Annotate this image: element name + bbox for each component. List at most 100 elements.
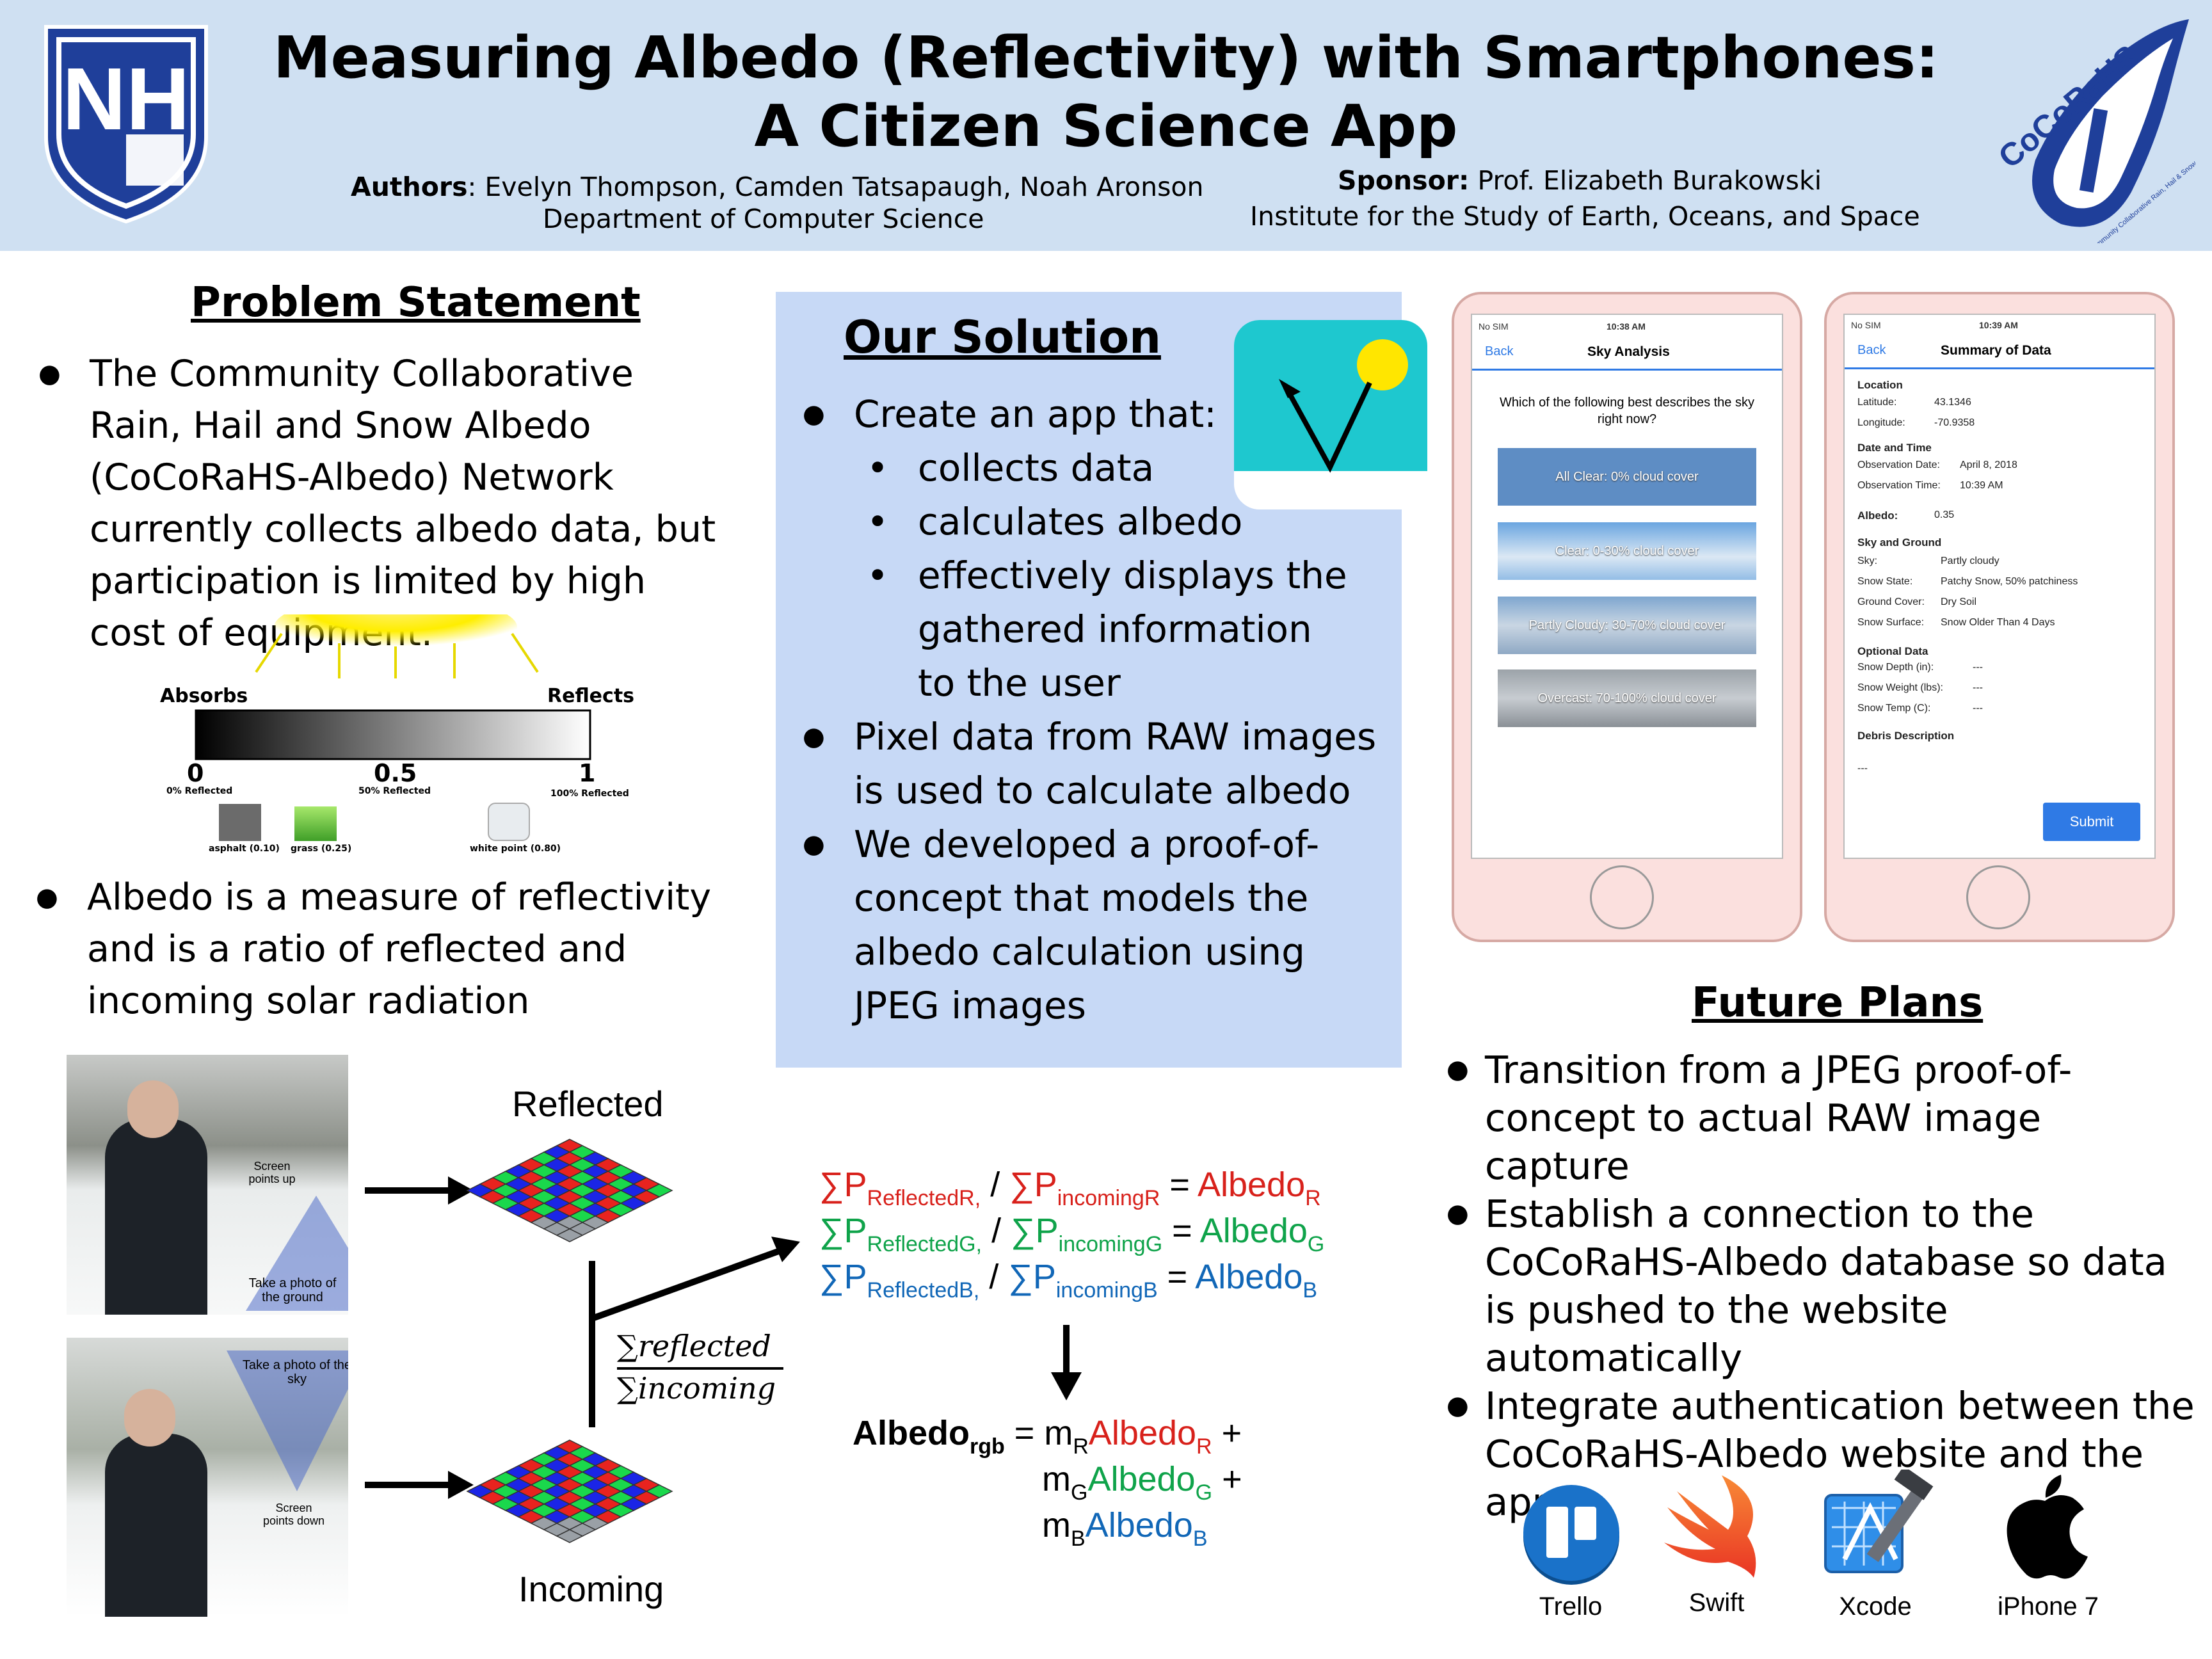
summary-lon-value: -70.9358 — [1934, 417, 1975, 428]
albedo-rgb-plus1: + — [1221, 1414, 1242, 1452]
formula-green-slash: / — [991, 1212, 1002, 1250]
grass-swatch — [294, 806, 337, 841]
iphone-label: iPhone 7 — [1998, 1592, 2099, 1621]
solution-bullets: Create an app that: collects data calcul… — [803, 387, 1391, 1032]
reflected-pixel-grid — [466, 1139, 673, 1242]
summary-date-value: April 8, 2018 — [1960, 460, 2017, 470]
future-bullet-3: Integrate authentication between the CoC… — [1447, 1382, 2195, 1526]
summary-snow-surface-value: Snow Older Than 4 Days — [1941, 617, 2055, 628]
sky-option-clear[interactable]: Clear: 0-30% cloud cover — [1498, 522, 1756, 580]
scale-sub-1: 100% Reflected — [550, 789, 629, 799]
future-plans-title: Future Plans — [1692, 979, 1984, 1027]
phone1-back-button[interactable]: Back — [1485, 344, 1514, 358]
grass-label: grass (0.25) — [291, 844, 352, 854]
summary-sky-value: Partly cloudy — [1941, 556, 2000, 566]
problem-bullets-1: The Community Collaborative Rain, Hail a… — [38, 348, 730, 659]
formula-blue-equals: = — [1167, 1258, 1188, 1296]
formula-red-sum2: ∑ — [1009, 1166, 1034, 1204]
ground-cone — [246, 1196, 348, 1311]
asphalt-label: asphalt (0.10) — [209, 844, 280, 854]
albedo-rgb-plus2: + — [1222, 1460, 1242, 1498]
xcode-label: Xcode — [1839, 1592, 1912, 1621]
formula-green-sub2: incomingG — [1058, 1232, 1163, 1256]
albedo-rgb-mr: R — [1073, 1434, 1089, 1459]
trello-label: Trello — [1539, 1592, 1603, 1621]
person2-shape — [105, 1434, 207, 1617]
phone2-home-button[interactable] — [1966, 865, 2030, 929]
albedo-rgb-term-g-sub: G — [1195, 1480, 1213, 1505]
phone1-nav-title: Sky Analysis — [1587, 344, 1670, 359]
sponsor-label: Sponsor: — [1338, 165, 1470, 196]
summary-albedo-label: Albedo: — [1857, 509, 1898, 522]
reflected-label: Reflected — [512, 1084, 664, 1124]
pixel-cell — [556, 1228, 584, 1242]
cocorahs-logo: CoCoRaHS Community Collaborative Rain, H… — [1959, 13, 2212, 254]
summary-albedo-value: 0.35 — [1934, 509, 1955, 520]
summary-lat-label: Latitude: — [1857, 397, 1897, 408]
white-point-label: white point (0.80) — [470, 844, 561, 854]
phone2-screen: No SIM 10:39 AM Back Summary of Data Loc… — [1843, 314, 2156, 859]
albedo-rgb-line3: mBAlbedoB — [1042, 1505, 1208, 1551]
white-point-swatch — [488, 803, 530, 841]
person-head — [127, 1080, 179, 1138]
fraction-denominator: ∑incoming — [617, 1370, 783, 1406]
albedo-rgb-term-b-sub: B — [1192, 1527, 1208, 1551]
summary-ground-cover-label: Ground Cover: — [1857, 597, 1925, 607]
summary-sky-ground-heading: Sky and Ground — [1857, 536, 1942, 549]
solution-bullet-3: We developed a proof-of-concept that mod… — [803, 817, 1391, 1032]
formula-green-sub1: ReflectedG, — [867, 1232, 982, 1256]
formula-blue-sub2: incomingB — [1055, 1278, 1158, 1302]
photo1-ground-text: Take a photo of the ground — [248, 1276, 337, 1304]
albedo-rgb-mg: G — [1070, 1480, 1088, 1505]
formula-green-p2: P — [1035, 1212, 1059, 1250]
sky-option-partly-cloudy[interactable]: Partly Cloudy: 30-70% cloud cover — [1498, 597, 1756, 654]
formula-blue-sub1: ReflectedB, — [867, 1278, 980, 1302]
down-arrow — [1047, 1325, 1086, 1402]
summary-ground-cover-value: Dry Soil — [1941, 597, 1977, 607]
albedo-rgb-label: Albedo — [853, 1414, 970, 1452]
phone1-question: Which of the following best describes th… — [1500, 396, 1754, 426]
albedo-gradient-bar — [195, 709, 591, 760]
albedo-rgb-eq: = m — [1014, 1414, 1073, 1452]
sponsor-institute: Institute for the Study of Earth, Oceans… — [1250, 201, 1920, 232]
incoming-label: Incoming — [518, 1569, 664, 1609]
scale-tick-1: 1 — [579, 759, 596, 787]
incoming-pixel-grid — [466, 1439, 673, 1543]
pixel-cell — [556, 1529, 584, 1543]
future-bullets: Transition from a JPEG proof-of-concept … — [1447, 1046, 2195, 1526]
apple-logo — [1997, 1472, 2093, 1581]
phone1-home-button[interactable] — [1590, 865, 1654, 929]
summary-snow-state-value: Patchy Snow, 50% patchiness — [1941, 576, 2078, 587]
phone2-back-button[interactable]: Back — [1857, 343, 1886, 357]
summary-snow-weight-label: Snow Weight (lbs): — [1857, 682, 1943, 693]
sky-option-all-clear[interactable]: All Clear: 0% cloud cover — [1498, 448, 1756, 506]
formula-blue-slash: / — [989, 1258, 999, 1296]
formula-green-equals: = — [1172, 1212, 1192, 1250]
submit-button[interactable]: Submit — [2043, 803, 2140, 841]
scale-tick-0: 0 — [187, 759, 204, 787]
phone2-carrier: No SIM — [1851, 320, 1881, 330]
albedo-rgb-term-b: Albedo — [1085, 1506, 1193, 1544]
phone1-time: 10:38 AM — [1607, 321, 1646, 332]
swift-label: Swift — [1688, 1589, 1745, 1617]
summary-snow-weight-value: --- — [1973, 682, 1983, 693]
summary-time-value: 10:39 AM — [1960, 480, 2003, 491]
phone1-screen: No SIM 10:38 AM Back Sky Analysis Which … — [1471, 314, 1783, 859]
formula-blue-sum2: ∑ — [1008, 1258, 1033, 1296]
solution-sub-3: effectively displays the gathered inform… — [867, 549, 1353, 710]
albedo-rgb-term-r: Albedo — [1088, 1414, 1197, 1452]
problem-bullet-2: Albedo is a measure of reflectivity and … — [36, 872, 791, 1027]
phone2-nav-underline — [1845, 367, 2154, 369]
person2-head — [124, 1389, 175, 1447]
formula-blue-result-sub: B — [1302, 1278, 1318, 1302]
summary-snow-temp-label: Snow Temp (C): — [1857, 703, 1931, 714]
unh-logo: NH — [40, 22, 212, 227]
scale-sub-05: 50% Reflected — [358, 786, 431, 796]
sponsor-line: Sponsor: Prof. Elizabeth Burakowski — [1338, 165, 1822, 196]
formula-red-sub2: incomingR — [1057, 1186, 1160, 1210]
scale-tick-05: 0.5 — [374, 759, 417, 787]
formula-green-sum1: ∑ — [819, 1212, 844, 1250]
problem-bullets-2: Albedo is a measure of reflectivity and … — [36, 872, 791, 1027]
sky-option-overcast[interactable]: Overcast: 70-100% cloud cover — [1498, 669, 1756, 727]
solution-bullet-2: Pixel data from RAW images is used to ca… — [803, 710, 1391, 817]
